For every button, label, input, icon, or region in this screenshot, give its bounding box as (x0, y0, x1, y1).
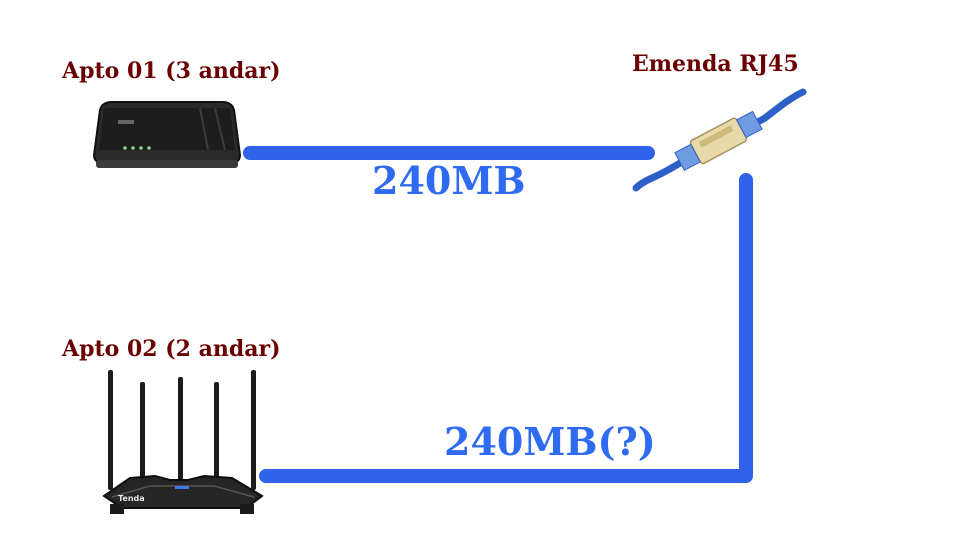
emenda-label: Emenda RJ45 (632, 51, 799, 77)
top-link-speed: 240MB (372, 158, 526, 203)
apto02-label: Apto 02 (2 andar) (62, 336, 281, 362)
modem-icon (92, 101, 242, 168)
router-brand-text: Tenda (118, 494, 145, 503)
apto01-label: Apto 01 (3 andar) (62, 58, 281, 84)
bottom-link-speed: 240MB(?) (444, 419, 656, 464)
rj45-coupler-icon (632, 88, 807, 192)
router-icon: Tenda (102, 370, 264, 514)
cable-bottom (259, 173, 753, 483)
